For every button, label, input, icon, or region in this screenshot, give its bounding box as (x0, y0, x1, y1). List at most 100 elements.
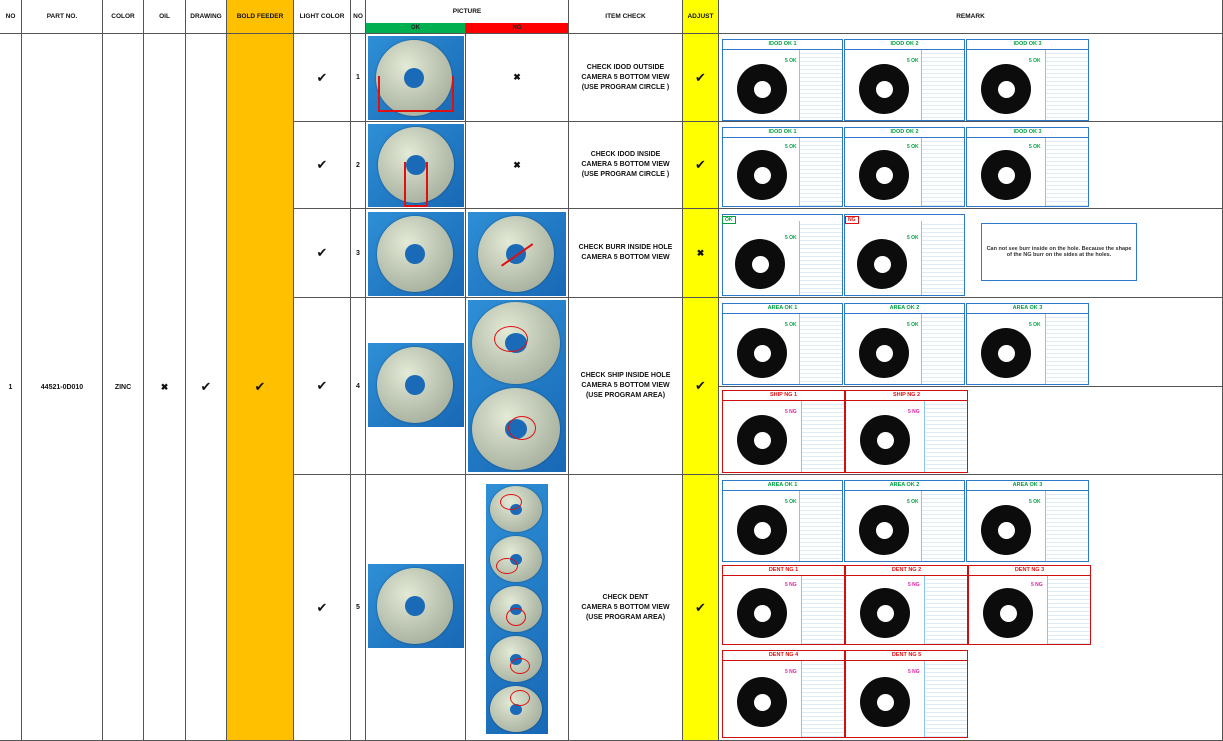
row3-adjust: ✖ (683, 209, 719, 298)
row4-check-line2: CAMERA 5 BOTTOM VIEW (581, 382, 670, 389)
status-text: 5 NG (785, 669, 797, 675)
washer-photo-ng (486, 484, 548, 734)
row5-adjust: ✔ (683, 475, 719, 741)
status-text: 5 NG (785, 409, 797, 415)
ok-tag: OK (722, 216, 736, 224)
status-text: 5 OK (785, 499, 797, 505)
washer-photo (368, 343, 464, 427)
row3-check-line2: CAMERA 5 BOTTOM VIEW (581, 254, 670, 261)
header-color: COLOR (103, 0, 144, 34)
item-drawing-check-icon: ✔ (186, 34, 227, 741)
row1-adjust: ✔ (683, 34, 719, 122)
camera-screenshot-ng: DENT NG 4 5 NG (722, 650, 845, 738)
camera-label: DENT NG 2 (846, 566, 967, 576)
row4-check-line3: (USE PROGRAM AREA) (585, 392, 666, 399)
row4-ng-picture (466, 298, 569, 475)
camera-screenshot-ng: SHIP NG 2 5 NG (845, 390, 968, 473)
camera-screenshot: AREA OK 1 5 OK (722, 303, 843, 385)
row3-no: 3 (351, 209, 366, 298)
item-part-no: 44521-0D010 (22, 34, 103, 741)
row2-check-line2: CAMERA 5 BOTTOM VIEW (581, 161, 670, 168)
camera-label: AREA OK 1 (723, 304, 842, 314)
header-item-check: ITEM CHECK (569, 0, 683, 34)
status-text: 5 OK (785, 58, 797, 64)
camera-label: IDOD OK 2 (845, 40, 964, 50)
camera-screenshot: AREA OK 2 5 OK (844, 303, 965, 385)
row5-item-check: CHECK DENT CAMERA 5 BOTTOM VIEW (USE PRO… (569, 475, 683, 741)
camera-screenshot: IDOD OK 3 5 OK (966, 39, 1089, 121)
camera-label: DENT NG 1 (723, 566, 844, 576)
camera-label: DENT NG 3 (969, 566, 1090, 576)
camera-label: AREA OK 2 (845, 304, 964, 314)
row1-ok-picture (366, 34, 466, 122)
camera-label: IDOD OK 3 (967, 128, 1088, 138)
item-oil-cross-icon: ✖ (144, 34, 186, 741)
row2-no: 2 (351, 122, 366, 209)
row5-check-line2: CAMERA 5 BOTTOM VIEW (581, 603, 670, 611)
row1-ng-cross-icon: ✖ (466, 34, 569, 122)
header-drawing: DRAWING (186, 0, 227, 34)
status-text: 5 NG (1031, 582, 1043, 588)
row1-check-line1: CHECK IDOD OUTSIDE (586, 63, 665, 71)
camera-screenshot: AREA OK 2 5 OK (844, 480, 965, 562)
camera-screenshot-ng: DENT NG 3 5 NG (968, 565, 1091, 645)
row3-ng-picture (466, 209, 569, 298)
camera-label: IDOD OK 1 (723, 128, 842, 138)
status-text: 5 NG (908, 582, 920, 588)
header-light-color: LIGHT COLOR (294, 0, 351, 34)
washer-photo (368, 564, 464, 648)
status-text: 5 OK (1029, 58, 1041, 64)
header-no-2: NO (351, 0, 366, 34)
row4-ok-picture (366, 298, 466, 475)
camera-screenshot: 5 OK (722, 214, 843, 296)
item-color: ZINC (103, 34, 144, 741)
camera-screenshot-ng: DENT NG 1 5 NG (722, 565, 845, 645)
camera-screenshot: IDOD OK 3 5 OK (966, 127, 1089, 207)
row1-check-line2: CAMERA 5 BOTTOM VIEW (581, 73, 670, 81)
washer-photo (368, 212, 464, 296)
row3-check-line1: CHECK BURR INSIDE HOLE (578, 244, 673, 251)
camera-screenshot-ng: SHIP NG 1 5 NG (722, 390, 845, 473)
item-no: 1 (0, 34, 22, 741)
row4-check-line1: CHECK SHIP INSIDE HOLE (580, 372, 671, 379)
row2-ok-picture (366, 122, 466, 209)
status-text: 5 NG (785, 582, 797, 588)
remark-note: Can not see burr inside on the hole. Bec… (981, 223, 1137, 281)
status-text: 5 OK (907, 235, 919, 241)
camera-label: IDOD OK 2 (845, 128, 964, 138)
row2-item-check: CHECK IDOD INSIDE CAMERA 5 BOTTOM VIEW (… (569, 122, 683, 209)
camera-label: SHIP NG 2 (846, 391, 967, 401)
row2-check-line3: (USE PROGRAM CIRCLE ) (581, 171, 670, 178)
camera-label: AREA OK 3 (967, 304, 1088, 314)
row2-adjust: ✔ (683, 122, 719, 209)
row4-light-color: ✔ (294, 298, 351, 475)
camera-label: DENT NG 5 (846, 651, 967, 661)
header-remark: REMARK (719, 0, 1223, 34)
camera-label: AREA OK 3 (967, 481, 1088, 491)
row2-ng-cross-icon: ✖ (466, 122, 569, 209)
row5-check-line1: CHECK DENT (602, 593, 649, 601)
camera-screenshot-ng: DENT NG 5 5 NG (845, 650, 968, 738)
washer-photo-ng (468, 300, 566, 472)
row1-check-line3: (USE PROGRAM CIRCLE ) (581, 83, 670, 91)
camera-label: IDOD OK 3 (967, 40, 1088, 50)
washer-photo-ng (468, 212, 566, 296)
row2-light-color: ✔ (294, 122, 351, 209)
camera-label: IDOD OK 1 (723, 40, 842, 50)
header-ng: NG (466, 23, 569, 34)
status-text: 5 OK (907, 58, 919, 64)
camera-screenshot: IDOD OK 2 5 OK (844, 127, 965, 207)
row3-ok-picture (366, 209, 466, 298)
status-text: 5 NG (908, 669, 920, 675)
status-text: 5 OK (907, 499, 919, 505)
row4-no: 4 (351, 298, 366, 475)
header-picture: PICTURE (366, 0, 569, 23)
status-text: 5 OK (785, 144, 797, 150)
camera-screenshot-ng: DENT NG 2 5 NG (845, 565, 968, 645)
washer-photo (368, 124, 464, 207)
row3-item-check: CHECK BURR INSIDE HOLE CAMERA 5 BOTTOM V… (569, 209, 683, 298)
row1-no: 1 (351, 34, 366, 122)
camera-screenshot: AREA OK 3 5 OK (966, 480, 1089, 562)
status-text: 5 OK (1029, 499, 1041, 505)
ng-tag: NG (845, 216, 859, 224)
